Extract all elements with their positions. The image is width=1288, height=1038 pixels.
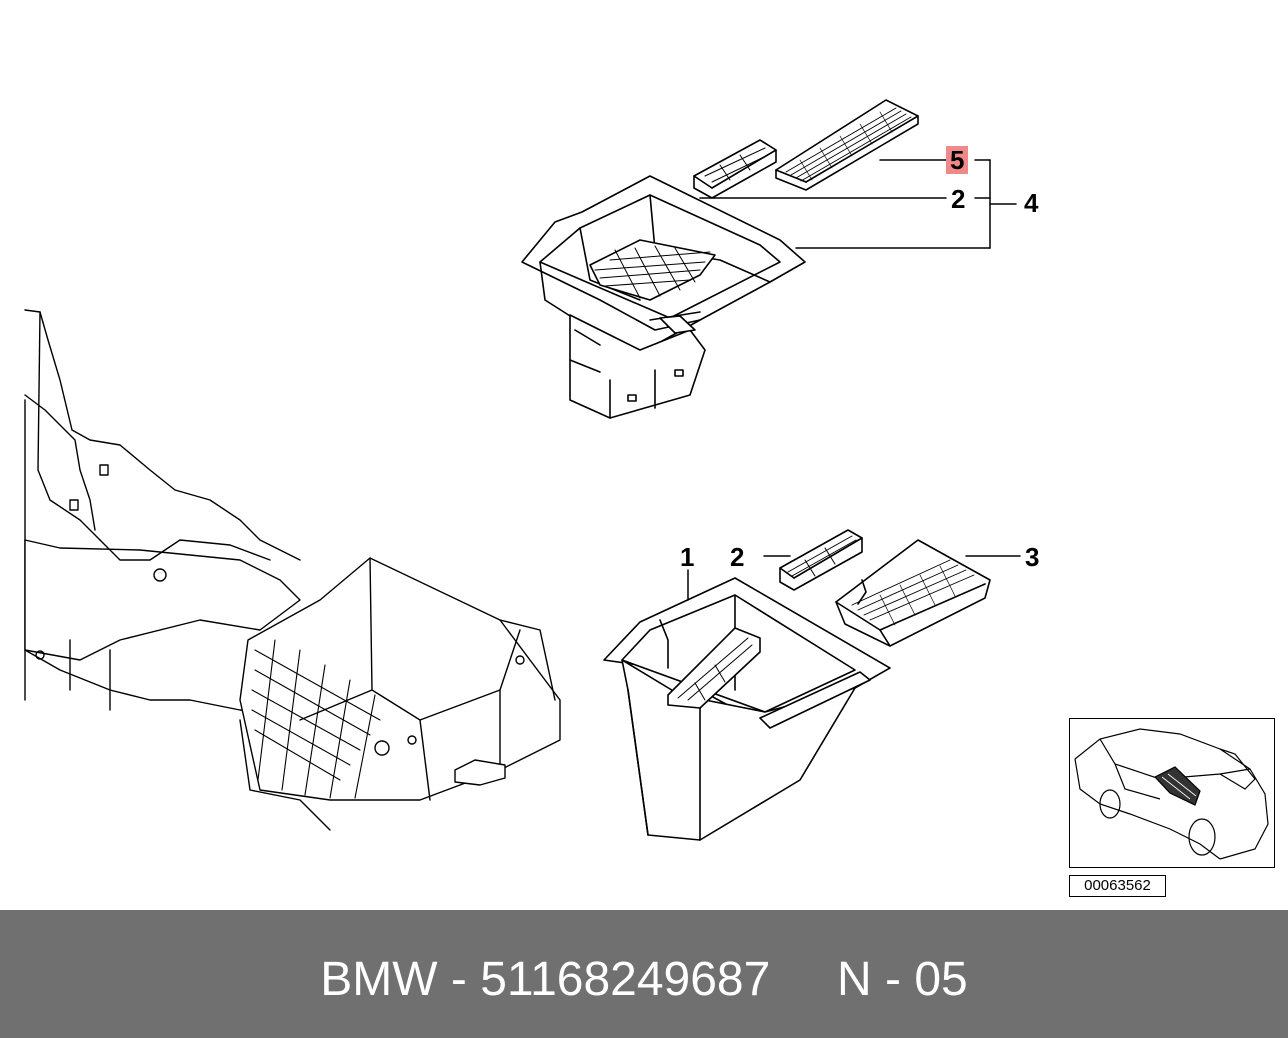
callout-part-3[interactable]: 3 (1025, 542, 1040, 572)
leader-lines-top (699, 159, 1017, 249)
footer-bar: BMW - 51168249687 N - 05 (0, 910, 1288, 1038)
console-frame (24, 309, 561, 831)
diagram-reference-code: 00063562 (1069, 875, 1166, 897)
car-outline-icon (1074, 728, 1269, 860)
footer-separator: - (885, 953, 902, 1006)
parts-diagram: 5 2 4 1 2 3 00063562 (24, 99, 1275, 897)
callout-part-1[interactable]: 1 (680, 542, 695, 572)
storage-box-bottom (603, 577, 891, 841)
leader-lines-bottom (687, 555, 1021, 601)
rubber-mat-bottom (835, 539, 991, 647)
footer-caption: BMW - 51168249687 N - 05 (0, 952, 1288, 1007)
vent-insert-top (693, 139, 777, 199)
exploded-view-drawing (24, 99, 1021, 841)
callout-part-2-bottom[interactable]: 2 (730, 542, 745, 572)
footer-brand: BMW (320, 953, 438, 1006)
tray-assembly-top (521, 175, 806, 419)
footer-group-number: 05 (914, 953, 968, 1006)
callout-part-2-top[interactable]: 2 (951, 184, 966, 214)
vent-insert-bottom (779, 529, 863, 591)
callout-part-4[interactable]: 4 (1024, 188, 1039, 218)
footer-separator: - (450, 953, 467, 1006)
footer-group: N (837, 953, 872, 1006)
footer-part-number: 51168249687 (480, 953, 771, 1006)
vehicle-locator-inset (1069, 718, 1275, 868)
rubber-mat-top (775, 99, 919, 191)
callout-part-5[interactable]: 5 (946, 146, 969, 174)
